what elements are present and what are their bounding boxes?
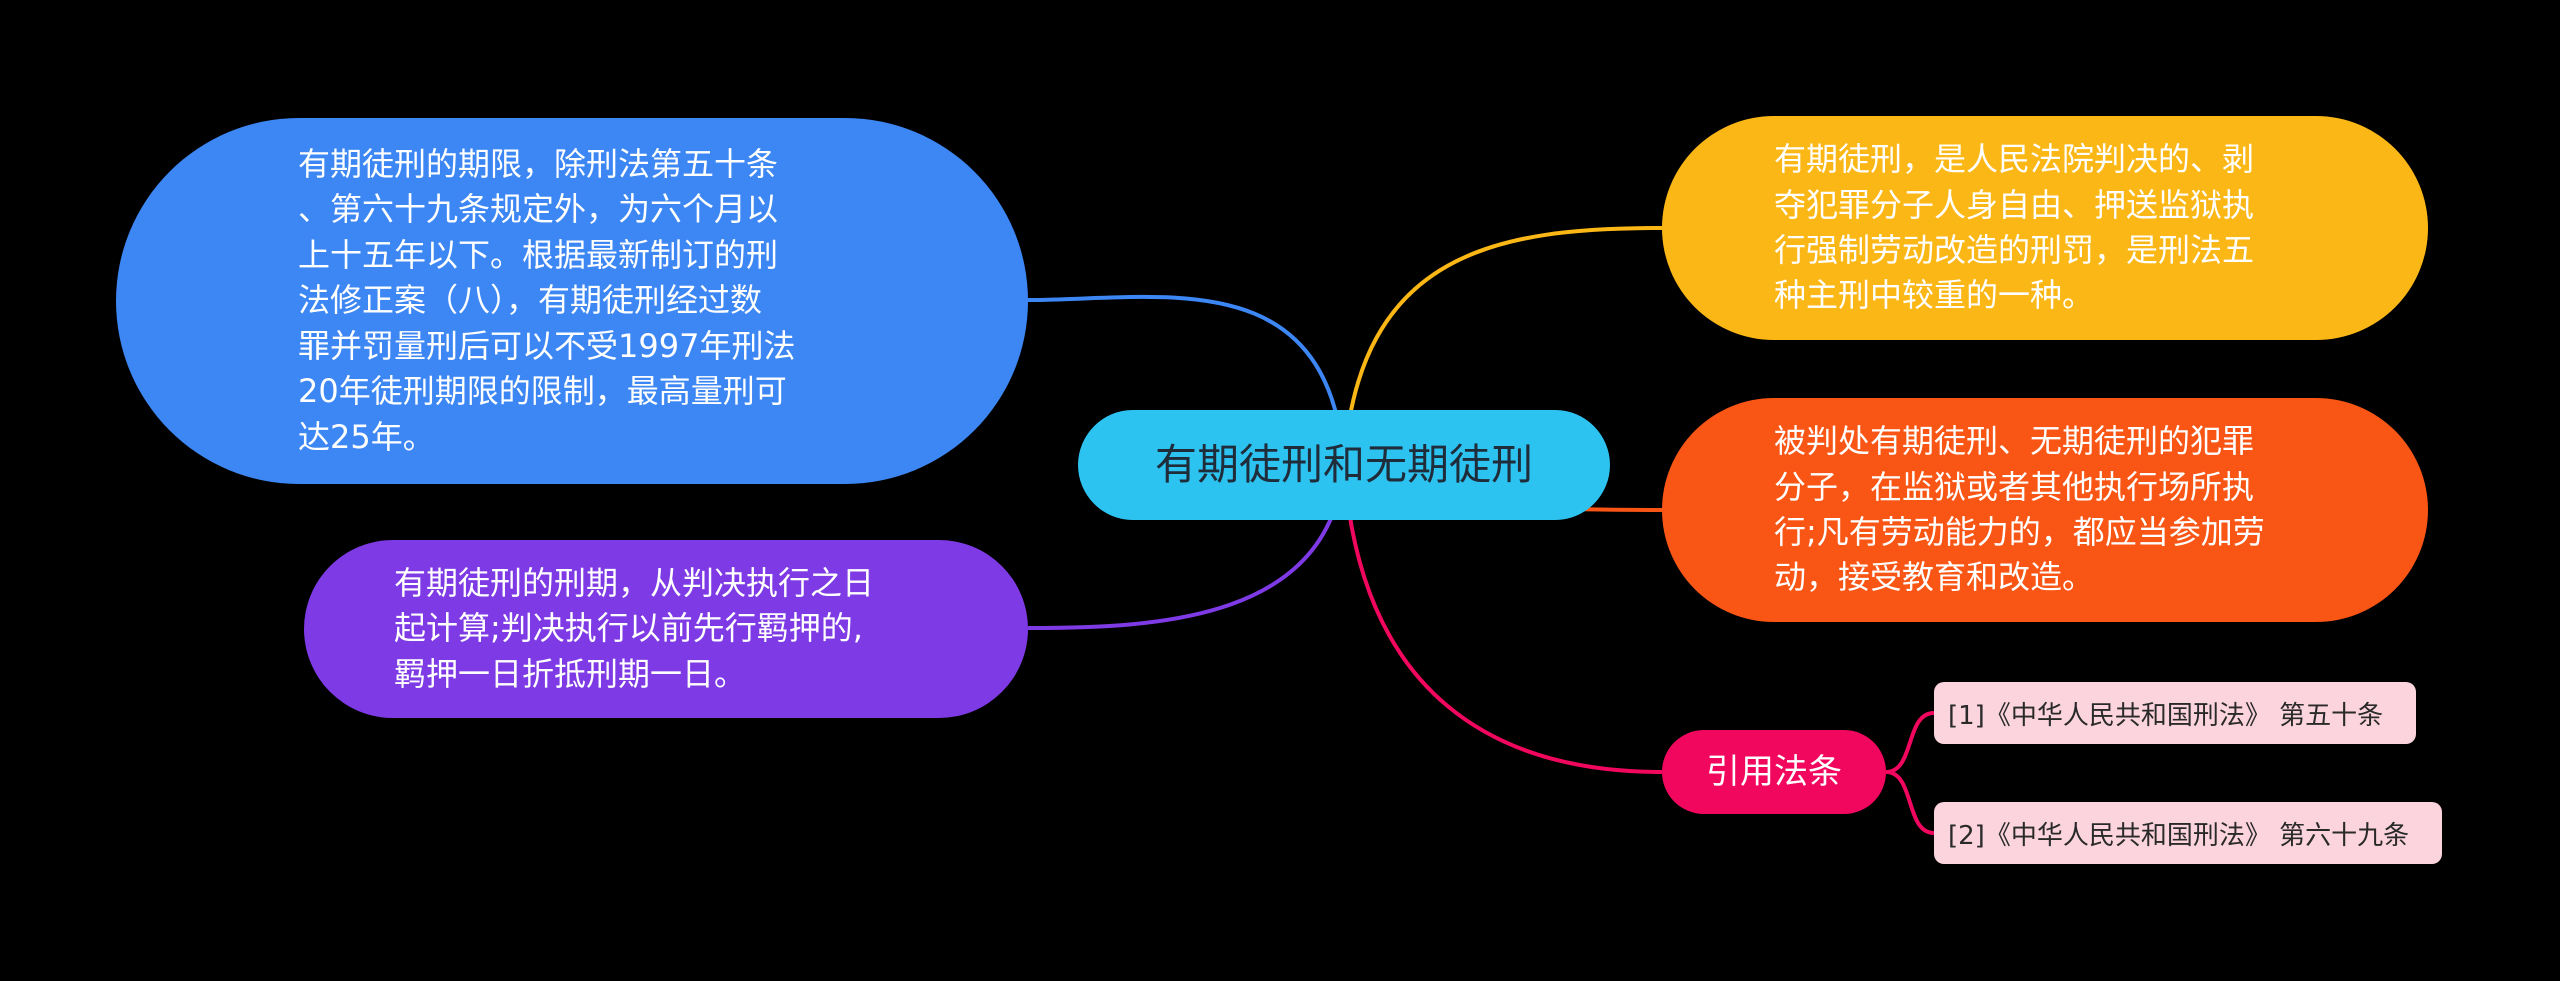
text-line: 达25年。: [298, 417, 435, 456]
topic-node-sentence-calculation[interactable]: 有期徒刑的刑期，从判决执行之日 起计算;判决执行以前先行羁押的, 羁押一日折抵刑…: [304, 540, 1028, 718]
link-left-top: [1027, 294, 1346, 466]
text-line: 动，接受教育和改造。: [1774, 558, 2095, 597]
text-line: 被判处有期徒刑、无期徒刑的犯罪: [1774, 422, 2255, 461]
topic-node-term-limits[interactable]: 有期徒刑的期限，除刑法第五十条 、第六十九条规定外，为六个月以 上十五年以下。根…: [116, 118, 1028, 484]
text-line: 行;凡有劳动能力的，都应当参加劳: [1774, 513, 2265, 551]
central-topic[interactable]: 有期徒刑和无期徒刑: [1078, 410, 1610, 520]
text-line: 、第六十九条规定外，为六个月以: [298, 190, 779, 229]
topic-node-definition[interactable]: 有期徒刑，是人民法院判决的、剥 夺犯罪分子人身自由、押送监狱执 行强制劳动改造的…: [1662, 116, 2428, 340]
reference-text: [2]《中华人民共和国刑法》 第六十九条: [1948, 820, 2410, 851]
reference-item[interactable]: [2]《中华人民共和国刑法》 第六十九条: [1934, 802, 2442, 864]
text-line: 起计算;判决执行以前先行羁押的,: [394, 609, 863, 648]
topic-node-cited-articles[interactable]: 引用法条: [1662, 730, 1886, 814]
topic-text: 有期徒刑的刑期，从判决执行之日 起计算;判决执行以前先行羁押的, 羁押一日折抵刑…: [394, 561, 874, 697]
text-line: 羁押一日折抵刑期一日。: [394, 654, 747, 693]
reference-text: [1]《中华人民共和国刑法》 第五十条: [1948, 700, 2384, 731]
link-citation: [1342, 464, 1663, 774]
text-line: 罪并罚量刑后可以不受1997年刑法: [298, 326, 796, 365]
text-line: 20年徒刑期限的限制，最高量刑可: [298, 372, 787, 411]
topic-node-labor-reform[interactable]: 被判处有期徒刑、无期徒刑的犯罪 分子，在监狱或者其他执行场所执 行;凡有劳动能力…: [1662, 398, 2428, 622]
cited-articles-label: 引用法条: [1706, 751, 1842, 792]
text-line: 有期徒刑的期限，除刑法第五十条: [298, 144, 779, 183]
central-topic-title: 有期徒刑和无期徒刑: [1154, 440, 1533, 490]
text-line: 夺犯罪分子人身自由、押送监狱执: [1774, 185, 2255, 224]
topic-text: 被判处有期徒刑、无期徒刑的犯罪 分子，在监狱或者其他执行场所执 行;凡有劳动能力…: [1774, 419, 2265, 601]
link-reference-1: [1885, 711, 1935, 774]
link-reference-2: [1885, 770, 1935, 835]
link-right-top: [1342, 226, 1663, 466]
topic-text: 有期徒刑的期限，除刑法第五十条 、第六十九条规定外，为六个月以 上十五年以下。根…: [298, 142, 795, 460]
text-line: 分子，在监狱或者其他执行场所执: [1774, 467, 2255, 506]
link-left-bottom: [1027, 464, 1346, 630]
text-line: 种主刑中较重的一种。: [1774, 276, 2095, 315]
text-line: 有期徒刑的刑期，从判决执行之日: [394, 563, 875, 602]
text-line: 行强制劳动改造的刑罚，是刑法五: [1774, 231, 2255, 269]
text-line: 上十五年以下。根据最新制订的刑: [298, 235, 779, 274]
text-line: 法修正案（八），有期徒刑经过数: [298, 281, 763, 320]
topic-text: 有期徒刑，是人民法院判决的、剥 夺犯罪分子人身自由、押送监狱执 行强制劳动改造的…: [1774, 137, 2254, 319]
text-line: 有期徒刑，是人民法院判决的、剥: [1774, 140, 2255, 179]
reference-item[interactable]: [1]《中华人民共和国刑法》 第五十条: [1934, 682, 2416, 744]
